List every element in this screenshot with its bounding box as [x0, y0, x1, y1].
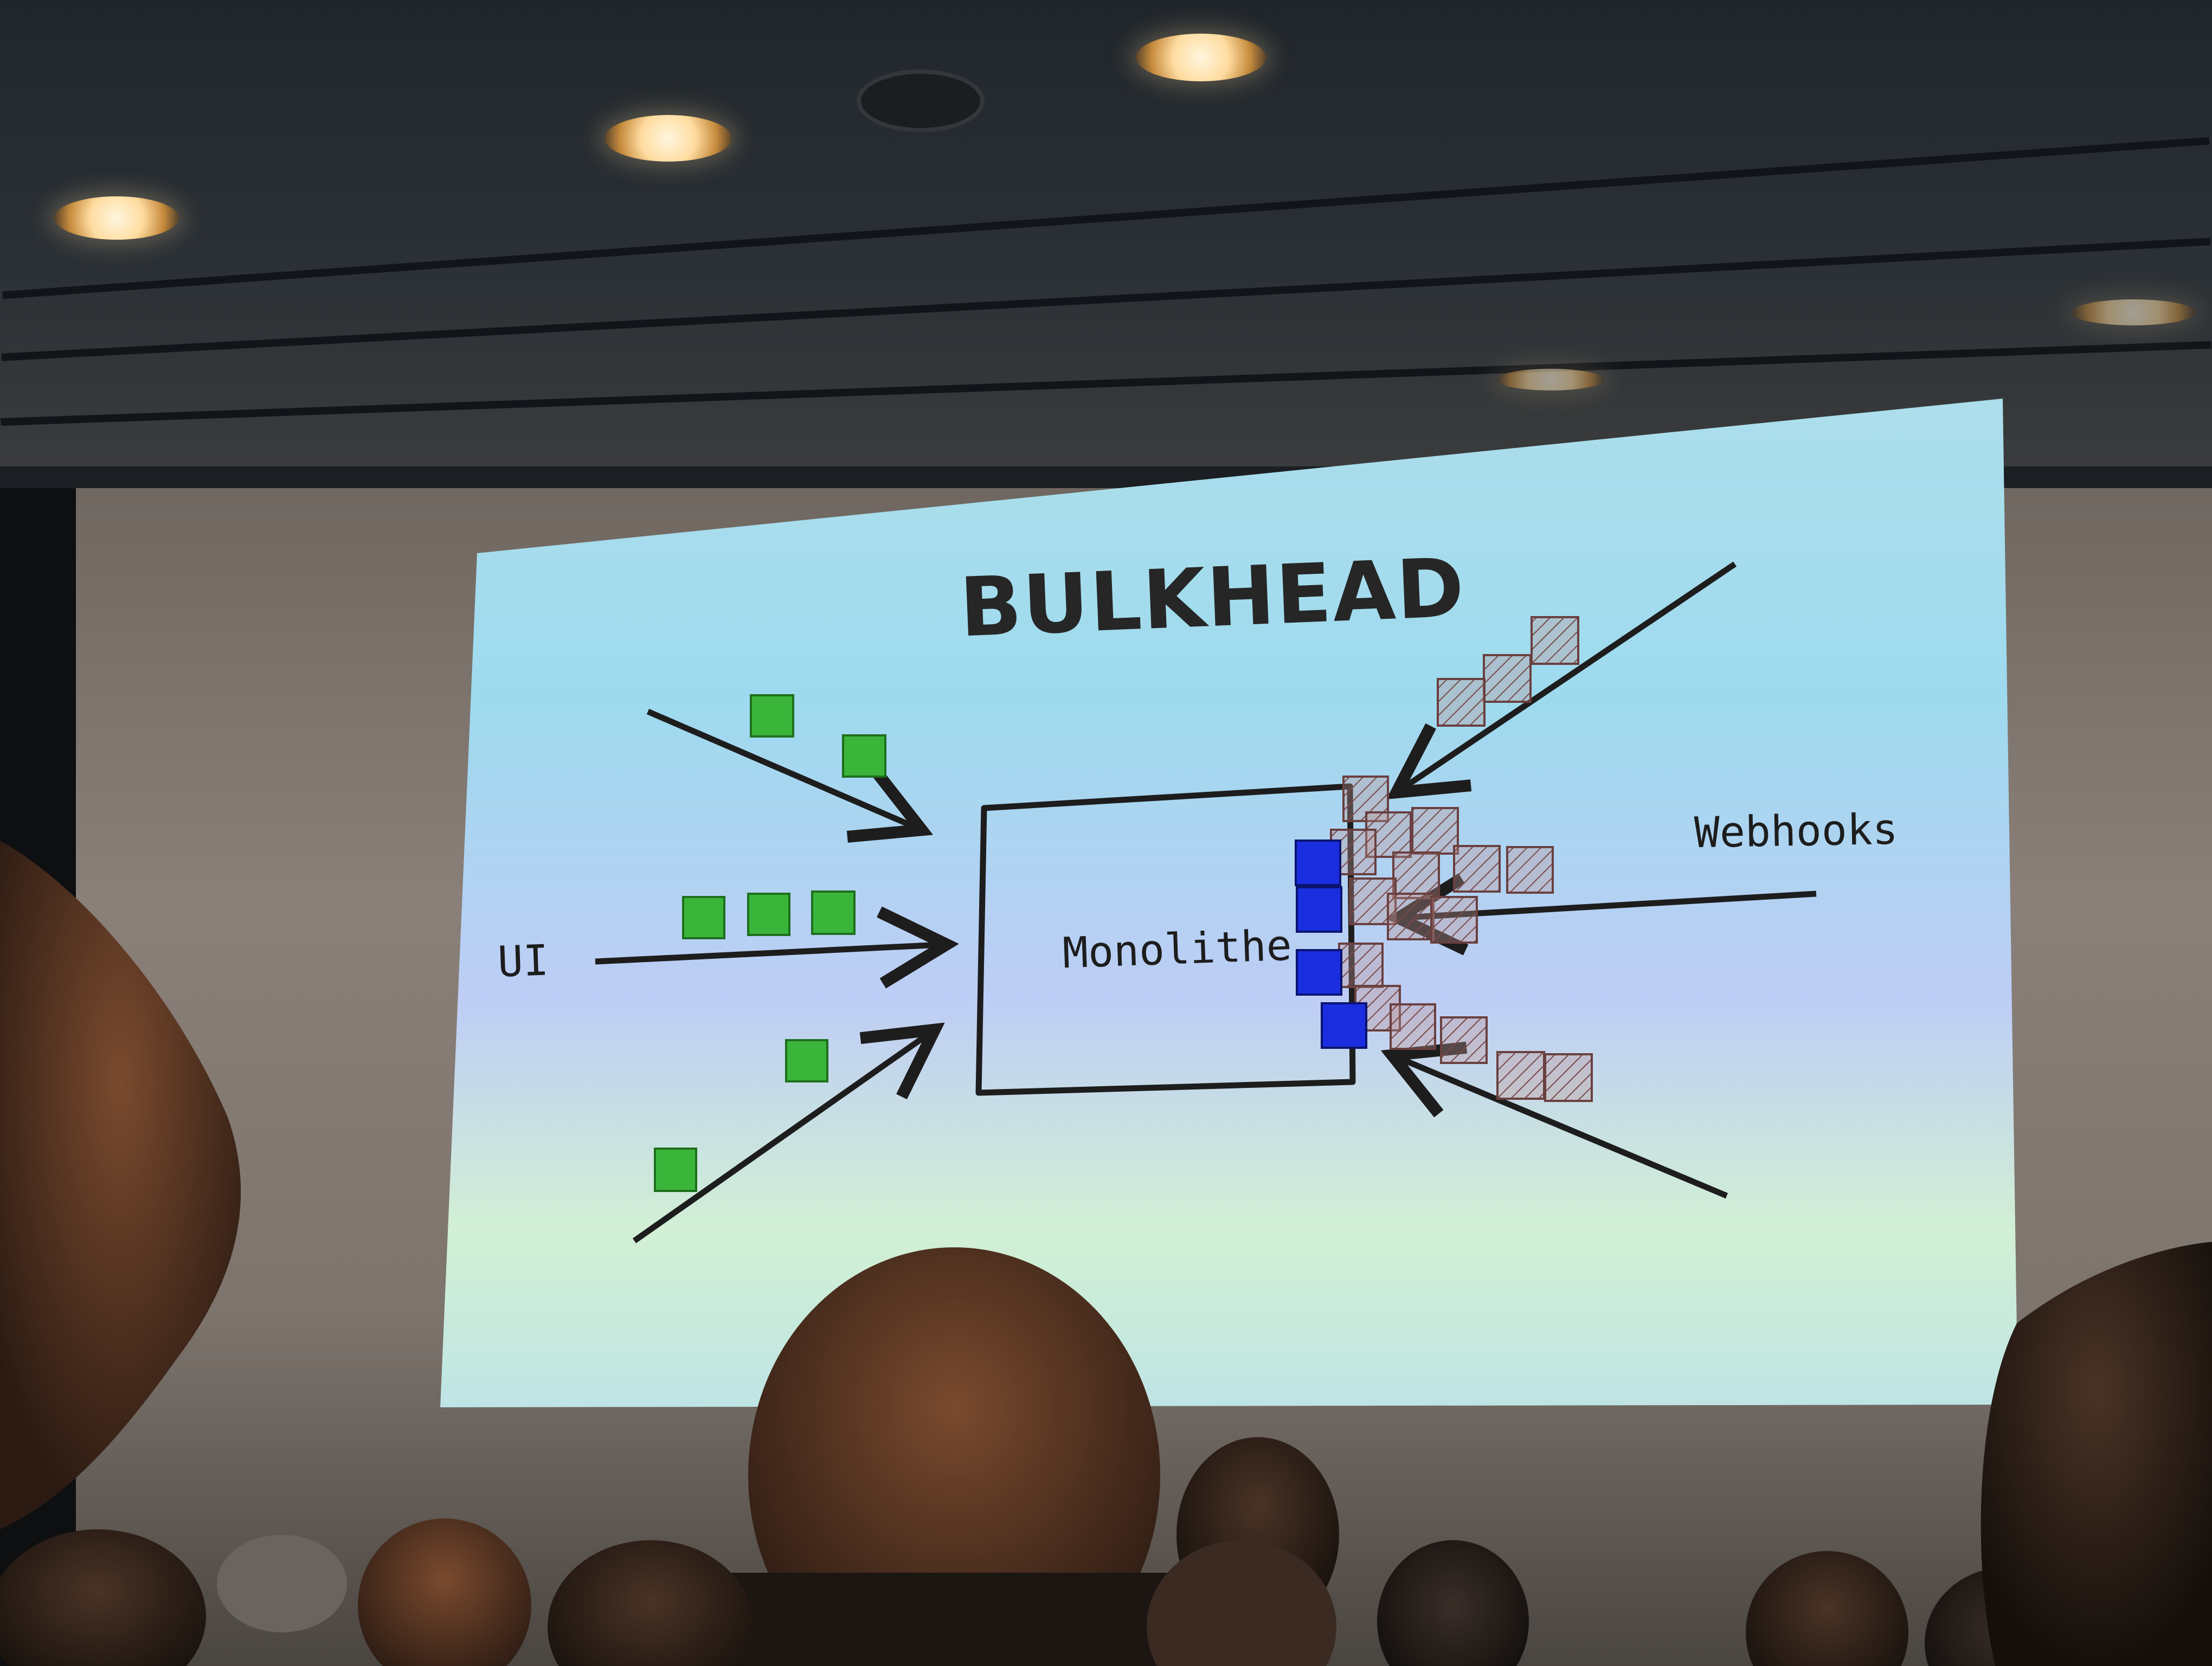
ceiling-light: [1136, 34, 1266, 81]
green-square-icon: [654, 1148, 697, 1192]
audience-body: [694, 1573, 1214, 1666]
audience-head: [1980, 1242, 2212, 1666]
green-square-icon: [682, 896, 725, 939]
audience-head: [748, 1247, 1160, 1666]
hatched-square-icon: [1440, 1016, 1488, 1064]
hatched-square-icon: [1531, 616, 1579, 665]
ceiling-light: [54, 196, 179, 240]
hatched-square-icon: [1506, 846, 1554, 894]
hatched-square-icon: [1387, 893, 1435, 940]
blue-square-icon: [1296, 886, 1342, 933]
audience-head: [217, 1535, 347, 1632]
green-square-icon: [785, 1039, 828, 1082]
arrow-icon: [595, 945, 941, 962]
green-square-icon: [747, 893, 790, 936]
green-square-icon: [750, 694, 794, 738]
green-square-icon: [811, 890, 856, 935]
blue-square-icon: [1296, 949, 1342, 996]
arrow-icon: [1398, 1058, 1728, 1199]
webhook-request-cluster: [1330, 616, 1593, 1102]
blue-square-icon: [1295, 840, 1341, 886]
monolith-box: [975, 783, 1356, 1096]
ceiling-light: [605, 115, 732, 162]
ceiling-speaker: [857, 69, 985, 132]
arrow-icon: [632, 1033, 930, 1244]
hatched-square-icon: [1437, 678, 1486, 727]
hatched-square-icon: [1390, 1003, 1436, 1050]
blue-square-icon: [1321, 1002, 1367, 1049]
audience-head: [1746, 1551, 1908, 1666]
hatched-square-icon: [1483, 654, 1532, 703]
audience-head: [1377, 1540, 1529, 1666]
audience-head: [0, 1529, 206, 1666]
audience-head: [548, 1540, 754, 1666]
arrow-icon: [1401, 561, 1737, 789]
hatched-square-icon: [1411, 807, 1459, 855]
audience-head: [0, 841, 241, 1529]
green-square-icon: [842, 734, 886, 778]
hatched-square-icon: [1544, 1053, 1593, 1102]
ceiling: [0, 0, 2212, 466]
hatched-square-icon: [1453, 845, 1501, 893]
audience-head: [358, 1518, 531, 1666]
audience-head: [1147, 1540, 1336, 1666]
arrow-icon: [646, 708, 916, 828]
ceiling-light: [2071, 299, 2196, 325]
ceiling-light: [1496, 369, 1605, 390]
hatched-square-icon: [1430, 896, 1478, 944]
